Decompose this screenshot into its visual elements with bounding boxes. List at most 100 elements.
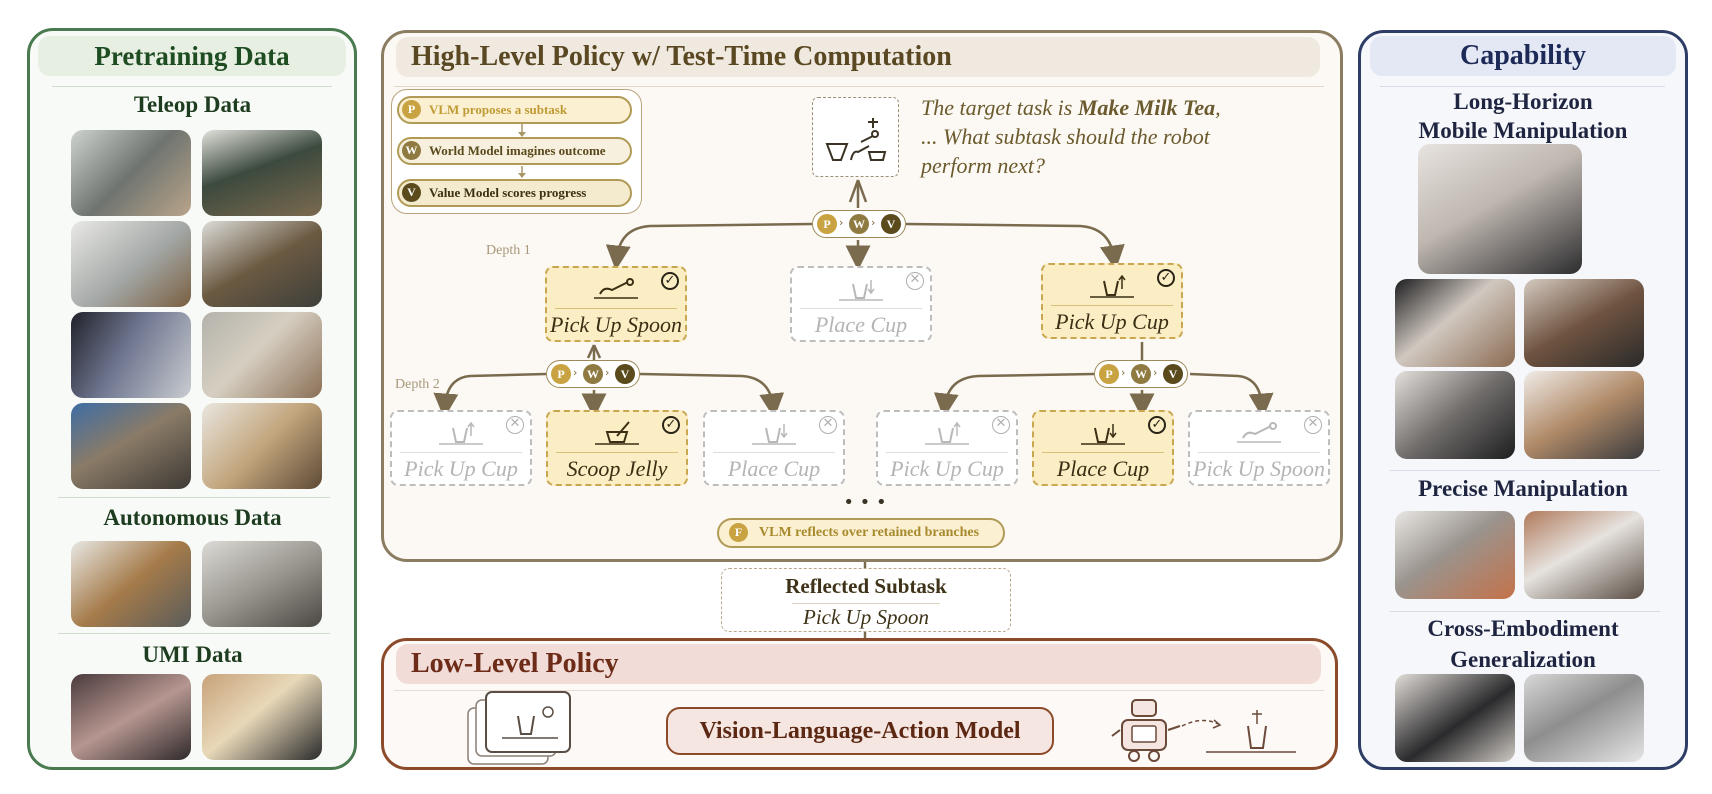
pwv-cycle-spoon: P › W › V bbox=[546, 360, 640, 388]
depth2-node-4: ✕ Pick Up Cup bbox=[876, 410, 1018, 486]
teleop-photo-8 bbox=[202, 403, 322, 489]
divider bbox=[1390, 470, 1660, 471]
cross-photo-1 bbox=[1395, 674, 1515, 762]
depth-2-label: Depth 2 bbox=[395, 377, 440, 392]
reject-icon: ✕ bbox=[819, 416, 837, 434]
check-icon: ✓ bbox=[661, 272, 679, 290]
node-divider bbox=[1198, 452, 1320, 453]
place-cup-icon bbox=[1081, 424, 1125, 445]
reflect-text: VLM reflects over retained branches bbox=[759, 525, 980, 540]
divider bbox=[52, 86, 332, 87]
low-level-policy-title: Low-Level Policy bbox=[396, 644, 1321, 684]
spoon-icon bbox=[594, 278, 638, 299]
prompt-task: Make Milk Tea bbox=[1077, 95, 1216, 120]
scoop-jelly-icon bbox=[595, 421, 639, 445]
node-label: Pick Up Spoon bbox=[550, 312, 682, 337]
divider bbox=[58, 633, 330, 634]
legend-letter: V bbox=[402, 183, 421, 202]
divider bbox=[394, 86, 1324, 87]
place-cup-icon bbox=[752, 424, 796, 445]
observation-frames-icon bbox=[467, 691, 571, 765]
umi-photo-2 bbox=[202, 674, 322, 760]
robot-action-icon bbox=[1111, 699, 1296, 762]
teleop-photo-3 bbox=[71, 221, 191, 307]
long-horizon-photo-1 bbox=[1395, 279, 1515, 367]
autonomous-photo-1 bbox=[71, 541, 191, 627]
spoon-icon bbox=[1237, 422, 1281, 443]
arrow-icon: › bbox=[839, 216, 844, 229]
node-label: Pick Up Cup bbox=[890, 456, 1004, 481]
cross-embodiment-heading: Cross-Embodiment Generalization bbox=[1427, 616, 1619, 672]
prompt-prefix: The target task is bbox=[921, 95, 1078, 120]
pwv-cycle-cup: P › W › V bbox=[1094, 360, 1188, 388]
long-horizon-photo-4 bbox=[1524, 371, 1644, 459]
depth2-node-6: ✕ Pick Up Spoon bbox=[1188, 410, 1330, 486]
legend-letter: P bbox=[402, 100, 421, 119]
prompt-suffix: , ... What subtask should the robot perf… bbox=[921, 95, 1221, 178]
pick-cup-icon bbox=[925, 421, 969, 445]
legend-value-model: V Value Model scores progress bbox=[397, 179, 632, 207]
node-label: Pick Up Spoon bbox=[1193, 456, 1325, 481]
long-horizon-photo-2 bbox=[1524, 279, 1644, 367]
umi-photo-1 bbox=[71, 674, 191, 760]
legend-arrows bbox=[518, 124, 526, 178]
reject-icon: ✕ bbox=[992, 416, 1010, 434]
node-divider bbox=[792, 603, 940, 604]
node-label: Pick Up Cup bbox=[1055, 309, 1169, 334]
umi-data-heading: UMI Data bbox=[142, 642, 243, 667]
reflected-subtask-title: Reflected Subtask bbox=[785, 574, 947, 598]
teleop-photo-6 bbox=[202, 312, 322, 398]
depth2-node-5: ✓ Place Cup bbox=[1032, 410, 1174, 486]
node-divider bbox=[800, 308, 922, 309]
place-cup-icon bbox=[839, 280, 883, 301]
divider bbox=[1380, 86, 1665, 87]
teleop-photo-5 bbox=[71, 312, 191, 398]
node-label: Place Cup bbox=[1056, 456, 1150, 481]
node-label: Pick Up Cup bbox=[404, 456, 518, 481]
arrow-icon: › bbox=[1153, 366, 1158, 379]
legend-world-model: W World Model imagines outcome bbox=[397, 137, 632, 165]
precise-photo-1 bbox=[1395, 511, 1515, 599]
autonomous-photo-2 bbox=[202, 541, 322, 627]
check-icon: ✓ bbox=[1148, 416, 1166, 434]
check-icon: ✓ bbox=[1157, 269, 1175, 287]
teleop-photo-4 bbox=[202, 221, 322, 307]
world-model-badge: W bbox=[583, 364, 603, 384]
depth2-node-2: ✓ Scoop Jelly bbox=[546, 410, 688, 486]
depth2-node-3: ✕ Place Cup bbox=[703, 410, 845, 486]
node-divider bbox=[1051, 305, 1173, 306]
divider bbox=[58, 497, 330, 498]
depth2-node-1: ✕ Pick Up Cup bbox=[390, 410, 532, 486]
arrow-icon: › bbox=[1121, 366, 1126, 379]
world-model-badge: W bbox=[849, 214, 869, 234]
capability-title: Capability bbox=[1370, 36, 1676, 76]
propose-badge: P bbox=[1099, 364, 1119, 384]
check-icon: ✓ bbox=[662, 416, 680, 434]
pretraining-title: Pretraining Data bbox=[38, 36, 346, 76]
depth-1-label: Depth 1 bbox=[486, 243, 531, 258]
teleop-photo-1 bbox=[71, 130, 191, 216]
pwv-cycle-root: P › W › V bbox=[812, 210, 906, 238]
value-model-badge: V bbox=[615, 364, 635, 384]
reflected-subtask-box: Reflected Subtask Pick Up Spoon bbox=[721, 568, 1011, 632]
propose-badge: P bbox=[551, 364, 571, 384]
teleop-photo-2 bbox=[202, 130, 322, 216]
long-horizon-photo-main bbox=[1418, 144, 1582, 274]
milk-tea-icon bbox=[825, 118, 887, 161]
teleop-data-heading: Teleop Data bbox=[133, 92, 252, 117]
cross-photo-2 bbox=[1524, 674, 1644, 762]
reflected-subtask-value: Pick Up Spoon bbox=[803, 605, 929, 629]
depth1-node-pick-up-cup: ✓ Pick Up Cup bbox=[1041, 263, 1183, 339]
precise-photo-2 bbox=[1524, 511, 1644, 599]
arrow-icon: › bbox=[573, 366, 578, 379]
value-model-badge: V bbox=[881, 214, 901, 234]
legend-letter: W bbox=[402, 141, 421, 160]
legend-text: Value Model scores progress bbox=[429, 185, 587, 200]
teleop-photo-7 bbox=[71, 403, 191, 489]
legend-text: World Model imagines outcome bbox=[429, 143, 606, 158]
vla-model-label: Vision-Language-Action Model bbox=[699, 718, 1021, 744]
vla-model-box: Vision-Language-Action Model bbox=[666, 707, 1054, 755]
autonomous-data-heading: Autonomous Data bbox=[103, 505, 282, 530]
precise-manipulation-heading: Precise Manipulation bbox=[1418, 476, 1628, 501]
node-divider bbox=[400, 452, 522, 453]
